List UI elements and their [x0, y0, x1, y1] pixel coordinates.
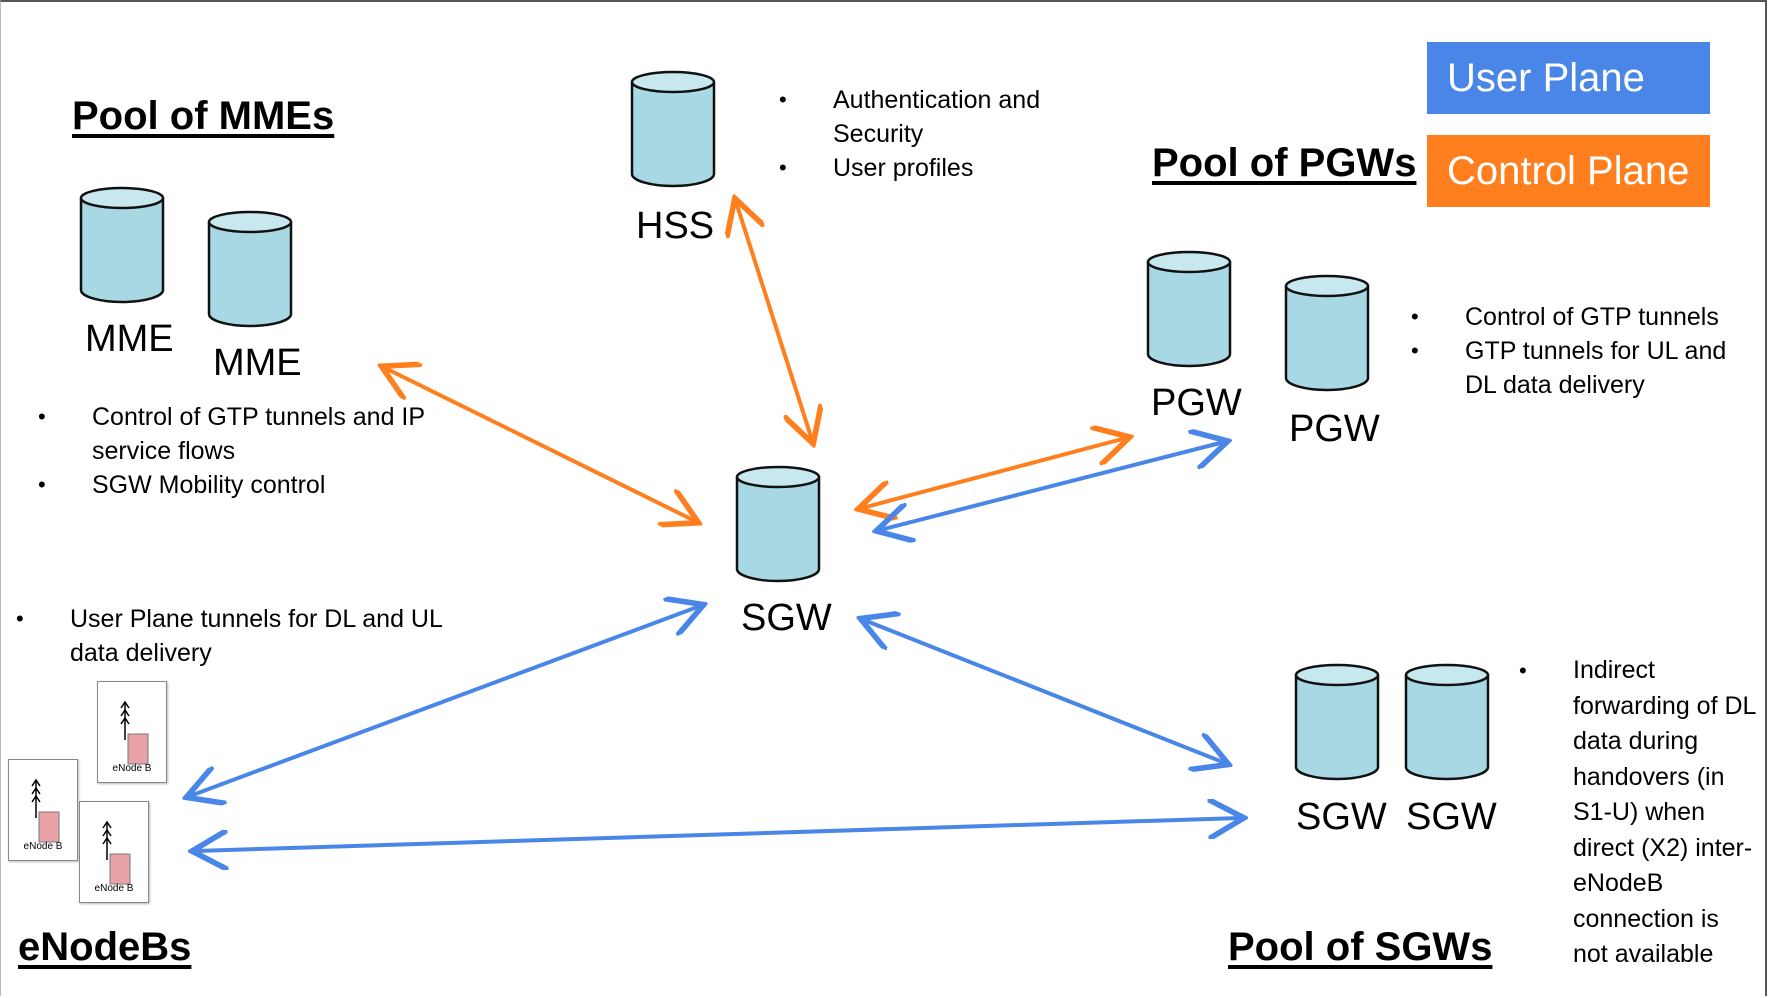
pgw-label-2: PGW — [1289, 408, 1380, 450]
enodeb-icon-2: eNode B — [8, 759, 78, 861]
mme-cylinder-2 — [207, 210, 293, 328]
heading-pgw-pool: Pool of PGWs — [1152, 141, 1417, 185]
pgw-cylinder-1 — [1146, 250, 1232, 368]
heading-mme-pool: Pool of MMEs — [72, 94, 335, 138]
sgw-pool-label-2: SGW — [1406, 796, 1497, 838]
link-enodeb-sgwpool — [196, 818, 1240, 851]
hss-note-item: User profiles — [779, 151, 1099, 185]
hss-notes: Authentication and Security User profile… — [779, 83, 1099, 185]
enodeb-notes: User Plane tunnels for DL and UL data de… — [16, 602, 456, 670]
link-mme-sgw — [385, 368, 695, 521]
link-sgw-pgw-user — [880, 442, 1224, 530]
sgw-pool-note-item: Indirect forwarding of DL data during ha… — [1519, 653, 1759, 973]
enodeb-icon-3: eNode B — [79, 801, 149, 903]
legend-user-plane: User Plane — [1427, 42, 1710, 114]
link-hss-sgw — [736, 202, 812, 440]
mme-cylinder-1 — [79, 186, 165, 304]
antenna-icon — [120, 700, 149, 765]
sgw-pool-label-1: SGW — [1296, 796, 1387, 838]
heading-sgw-pool: Pool of SGWs — [1228, 925, 1493, 969]
sgw-center-label: SGW — [741, 597, 832, 639]
pgw-note-item: GTP tunnels for UL and DL data delivery — [1411, 334, 1751, 402]
link-sgw-pgw-control — [862, 438, 1126, 508]
sgw-pool-notes: Indirect forwarding of DL data during ha… — [1519, 653, 1759, 973]
enodeb-label: eNode B — [23, 841, 63, 852]
pgw-note-item: Control of GTP tunnels — [1411, 300, 1751, 334]
enodeb-note-item: User Plane tunnels for DL and UL data de… — [16, 602, 456, 670]
antenna-icon — [31, 778, 60, 843]
pgw-notes: Control of GTP tunnels GTP tunnels for U… — [1411, 300, 1751, 402]
mme-label-1: MME — [85, 318, 174, 360]
enodeb-label: eNode B — [112, 763, 152, 774]
sgw-center-cylinder — [735, 465, 821, 583]
antenna-icon — [102, 820, 131, 885]
hss-cylinder — [630, 70, 716, 188]
enodeb-label: eNode B — [94, 883, 134, 894]
hss-label: HSS — [636, 205, 715, 247]
link-sgw-sgwpool — [864, 620, 1225, 763]
sgw-pool-cylinder-1 — [1294, 663, 1380, 781]
pgw-label-1: PGW — [1151, 382, 1242, 424]
legend-control-plane: Control Plane — [1427, 135, 1710, 207]
mme-note-item: Control of GTP tunnels and IP service fl… — [38, 400, 508, 468]
mme-label-2: MME — [213, 342, 302, 384]
link-sgw-enodeb — [190, 606, 700, 796]
heading-enodebs: eNodeBs — [18, 925, 192, 969]
pgw-cylinder-2 — [1284, 274, 1370, 392]
enodeb-icon-1: eNode B — [97, 681, 167, 783]
sgw-pool-cylinder-2 — [1404, 663, 1490, 781]
mme-note-item: SGW Mobility control — [38, 468, 508, 502]
mme-notes: Control of GTP tunnels and IP service fl… — [38, 400, 508, 502]
hss-note-item: Authentication and Security — [779, 83, 1099, 151]
